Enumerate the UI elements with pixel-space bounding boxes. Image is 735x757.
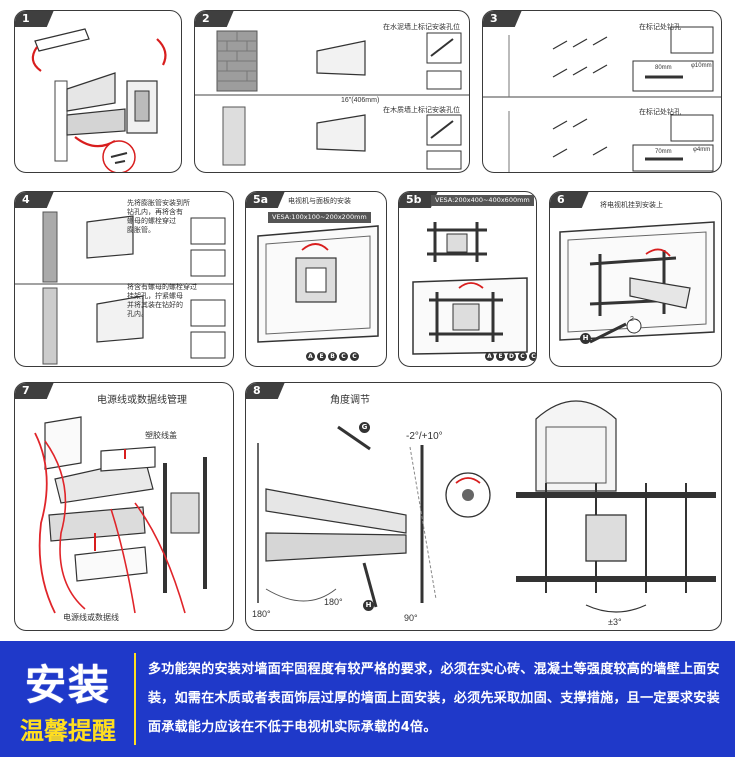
step-3-note-top: 在标记处钻孔 [639,23,681,31]
step-7-illustration [34,416,207,614]
step-8-angle-180-left: 180° [252,609,271,619]
step-3-note-bottom: 在标记处钻孔 [639,108,681,116]
step-6-note: 将电视机挂到安装上 [600,201,663,209]
step-number: 1 [15,11,54,27]
banner-divider [134,653,136,745]
step-8-angle-90: 90° [404,613,418,623]
step-5a-letters: A E B C C [306,352,359,361]
letter-b: B [328,352,337,361]
step-5b-vesa-badge: VESA:200x400~400x600mm [431,195,534,206]
step-number: 3 [483,11,522,27]
step-1-illustration [31,28,167,172]
step-5a-panel: 5a 电视机与面板的安装 VESA:100x100~200x200mm A E … [245,191,387,367]
step-number: 6 [550,192,589,208]
step-number: 7 [15,383,54,399]
step-5b-panel: 5b VESA:200x400~400x600mm A E D C C [398,191,537,367]
step-4-note-top: 先将膨胀管安装到所 钻孔内，再将含有 螺母的螺栓穿过 膨胀管。 [127,199,190,234]
letter-c: C [518,352,527,361]
step-5b-illustration [412,222,528,355]
step-8-tilt-range: -2°/+10° [406,431,443,442]
banner-body-text: 多功能架的安装对墙面牢固程度有较严格的要求，必须在实心砖、混凝土等强度较高的墙壁… [148,662,720,735]
step-number: 2 [195,11,234,27]
step-7-caption: 电源线或数据线管理 [97,395,187,406]
step-number: 8 [246,383,285,399]
step-8-tool-g: G [359,422,370,433]
step-8-illustration [257,400,716,613]
step-2-illustration [195,30,469,170]
step-6-num-label: 2 [630,316,634,323]
step-6-illustration [559,221,715,344]
step-3-dim-70: 70mm [655,149,672,155]
step-7-panel: 7 电源线或数据线管理 塑胶线盖 电源线或数据线 [14,382,234,631]
step-7-cover-label: 塑胶线盖 [145,431,177,440]
letter-a: A [485,352,494,361]
step-2-note-brick: 在水泥墙上标记安装孔位 [383,23,460,31]
installation-notice-banner: 安装 温馨提醒 多功能架的安装对墙面牢固程度有较严格的要求，必须在实心砖、混凝土… [0,641,735,757]
letter-d: D [507,352,516,361]
step-1-panel: 1 [14,10,182,173]
step-5a-vesa-badge: VESA:100x100~200x200mm [268,212,371,223]
letter-c: C [339,352,348,361]
step-3-dim-phi4: φ4mm [693,147,711,153]
step-6-tool-h: H [580,333,591,344]
step-8-caption: 角度调节 [330,395,370,406]
step-3-illustration [483,26,721,172]
step-number: 4 [15,192,54,208]
step-3-dim-phi10: φ10mm [691,63,712,69]
step-2-dimension: 16"(406mm) [341,97,380,104]
step-5a-illustration [257,225,379,343]
letter-c: C [350,352,359,361]
step-8-rotate: ±3° [608,617,622,627]
step-2-note-wood: 在木质墙上标记安装孔位 [383,106,460,114]
letter-c: C [529,352,536,361]
banner-title: 安装 [25,661,111,709]
step-4-note-bottom: 将含有螺母的螺栓穿过 挂架孔，拧紧螺母 并将其装在钻好的 孔内。 [127,283,197,318]
step-8-tool-h: H [363,600,374,611]
step-4-panel: 4 先将膨胀管安装到所 钻孔内，再将含有 螺母的螺栓穿过 膨胀管。 将含有螺母的… [14,191,234,367]
step-7-bottom-caption: 电源线或数据线 [63,613,119,622]
step-3-panel: 3 在标记处钻孔 在标记处钻孔 80mm φ10mm 70mm φ4mm [482,10,722,173]
step-8-panel: 8 角度调节 -2°/+10° G H 180° 180° 90° ±3° [245,382,722,631]
letter-e: E [496,352,505,361]
step-6-panel: 6 将电视机挂到安装上 H 2 [549,191,722,367]
banner-subtitle: 温馨提醒 [20,717,116,745]
step-5a-note: 电视机与面板的安装 [288,197,351,205]
letter-a: A [306,352,315,361]
step-number: 5a [246,192,285,208]
step-2-panel: 2 在水泥墙上标记安装孔位 在木质墙上标记安装孔位 16"(406mm) [194,10,470,173]
step-number: 5b [399,192,438,208]
step-4-illustration [15,211,233,365]
step-8-angle-180-mid: 180° [324,597,343,607]
letter-e: E [317,352,326,361]
step-5b-letters: A E D C C [485,352,536,361]
step-3-dim-80: 80mm [655,65,672,71]
